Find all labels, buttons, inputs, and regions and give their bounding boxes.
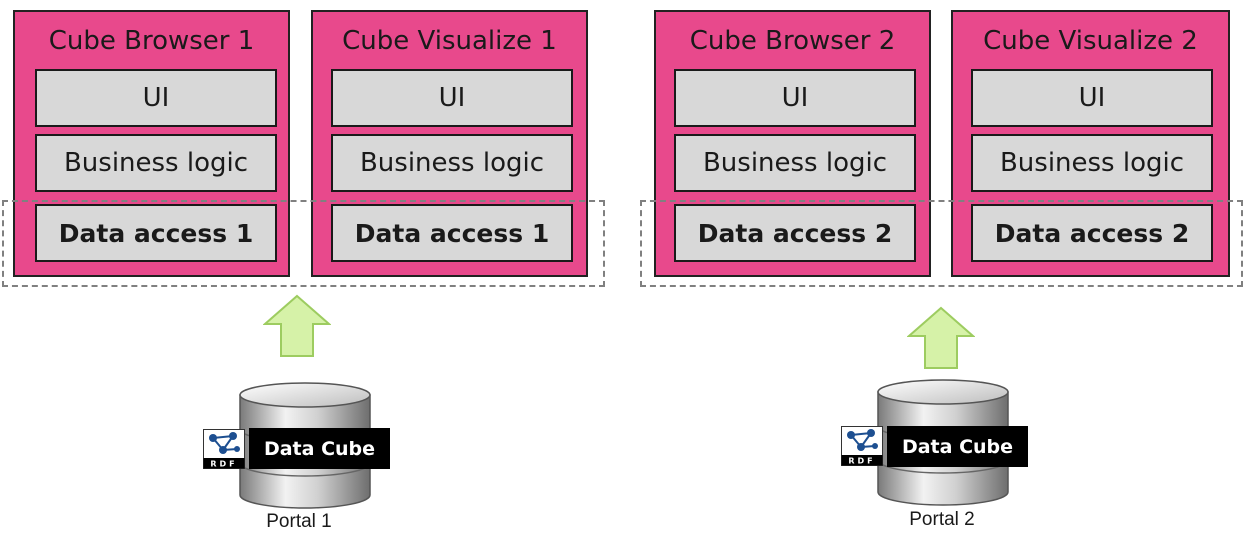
data-cube-label: Data Cube	[249, 428, 390, 469]
layer-data-access: Data access 1	[35, 204, 277, 262]
up-arrow-icon	[907, 306, 975, 369]
layer-business-logic: Business logic	[674, 134, 916, 192]
layer-data-access: Data access 1	[331, 204, 573, 262]
app-cube-browser-1: Cube Browser 1 UI Business logic Data ac…	[13, 10, 290, 277]
app-cube-visualize-2: Cube Visualize 2 UI Business logic Data …	[951, 10, 1230, 277]
up-arrow-icon	[263, 294, 331, 357]
app-cube-browser-2: Cube Browser 2 UI Business logic Data ac…	[654, 10, 931, 277]
app-title: Cube Browser 1	[48, 26, 255, 56]
app-title: Cube Browser 2	[689, 26, 896, 56]
data-access-boundary-2	[640, 200, 1243, 287]
app-cube-visualize-1: Cube Visualize 1 UI Business logic Data …	[311, 10, 588, 277]
portal-label: Portal 2	[909, 509, 975, 530]
layer-data-access: Data access 2	[674, 204, 916, 262]
layer-ui: UI	[971, 69, 1213, 127]
rdf-logo-text: RDF	[210, 460, 237, 469]
app-title: Cube Visualize 2	[983, 26, 1198, 56]
layer-ui: UI	[331, 69, 573, 127]
data-access-boundary-1	[2, 200, 605, 287]
portal-label: Portal 1	[266, 511, 332, 532]
layer-business-logic: Business logic	[971, 134, 1213, 192]
data-cube-label: Data Cube	[887, 426, 1028, 467]
layer-data-access: Data access 2	[971, 204, 1213, 262]
layer-ui: UI	[674, 69, 916, 127]
rdf-logo-text: RDF	[848, 457, 875, 466]
rdf-logo-icon: RDF	[203, 429, 245, 469]
rdf-logo-icon: RDF	[841, 426, 883, 466]
layer-ui: UI	[35, 69, 277, 127]
app-title: Cube Visualize 1	[342, 26, 557, 56]
layer-business-logic: Business logic	[331, 134, 573, 192]
layer-business-logic: Business logic	[35, 134, 277, 192]
